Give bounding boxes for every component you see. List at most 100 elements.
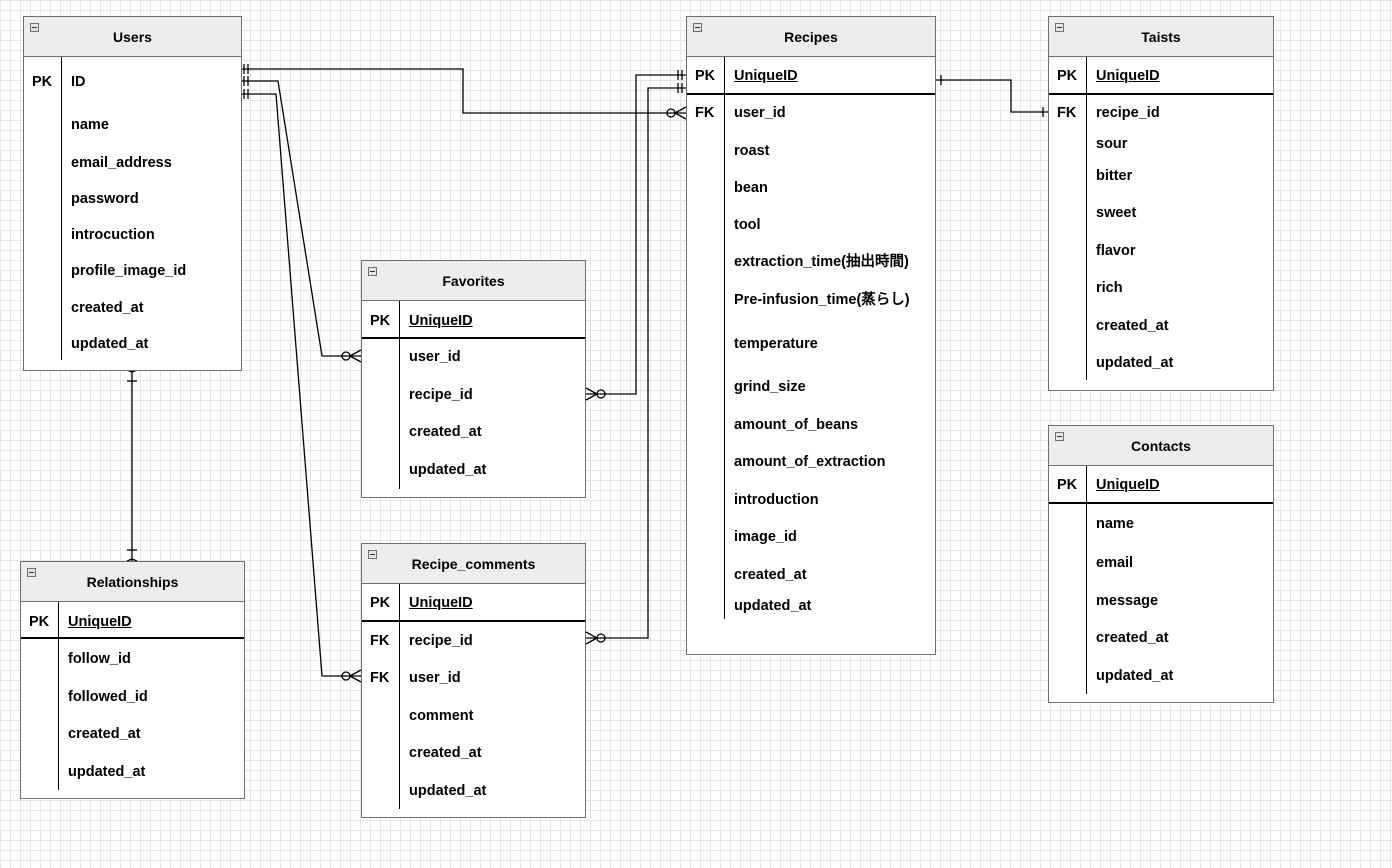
attribute-name: updated_at — [409, 783, 487, 799]
column-divider — [58, 602, 59, 790]
attribute-name: created_at — [1096, 318, 1169, 334]
attribute-name: extraction_time(抽出時間) — [734, 254, 909, 270]
users-favorites-relationship[interactable] — [241, 76, 362, 363]
attribute-name: password — [71, 191, 139, 207]
key-label: FK — [695, 105, 715, 121]
users-relationships-relationship[interactable] — [126, 369, 138, 562]
entity-title: Users — [113, 29, 152, 45]
attribute-name: email_address — [71, 155, 172, 171]
entity-title: Taists — [1141, 29, 1181, 45]
collapse-icon[interactable] — [30, 23, 39, 32]
attribute-name: introduction — [734, 492, 819, 508]
recipes-favorites-relationship[interactable] — [585, 70, 686, 401]
recipes-taists-relationship[interactable] — [936, 75, 1048, 117]
attribute-name: recipe_id — [409, 387, 473, 403]
column-divider — [61, 57, 62, 360]
entity-header: Users — [24, 17, 241, 57]
attribute-name: updated_at — [409, 462, 487, 478]
attribute-name: followed_id — [68, 689, 148, 705]
attribute-name: UniqueID — [1096, 68, 1160, 84]
attribute-name: Pre-infusion_time(蒸らし) — [734, 292, 910, 308]
attribute-name: created_at — [409, 424, 482, 440]
key-label: FK — [1057, 105, 1077, 121]
attribute-name: recipe_id — [1096, 105, 1160, 121]
attribute-name: flavor — [1096, 243, 1136, 259]
entity-favorites[interactable]: Favorites PK UniqueID user_id recipe_id … — [361, 260, 586, 498]
attribute-name: UniqueID — [409, 595, 473, 611]
attribute-name: updated_at — [1096, 355, 1174, 371]
attribute-name: temperature — [734, 336, 818, 352]
column-divider — [1086, 57, 1087, 380]
attribute-name: comment — [409, 708, 474, 724]
key-label: PK — [370, 313, 391, 329]
collapse-icon[interactable] — [368, 267, 377, 276]
key-label: PK — [1057, 477, 1078, 493]
attribute-name: updated_at — [71, 336, 149, 352]
entity-contacts[interactable]: Contacts PK UniqueID name email message … — [1048, 425, 1274, 703]
column-divider — [399, 301, 400, 489]
entity-header: Recipe_comments — [362, 544, 585, 584]
attribute-name: UniqueID — [734, 68, 798, 84]
entity-title: Contacts — [1131, 438, 1191, 454]
primary-key-separator — [687, 93, 935, 95]
attribute-name: created_at — [71, 300, 144, 316]
collapse-icon[interactable] — [1055, 432, 1064, 441]
attribute-name: updated_at — [734, 598, 812, 614]
attribute-name: tool — [734, 217, 761, 233]
primary-key-separator — [362, 337, 585, 339]
attribute-name: grind_size — [734, 379, 806, 395]
attribute-name: created_at — [409, 745, 482, 761]
attribute-name: follow_id — [68, 651, 131, 667]
users-recipes-relationship[interactable] — [241, 64, 687, 120]
attribute-name: sour — [1096, 136, 1128, 152]
attribute-name: sweet — [1096, 205, 1137, 221]
attribute-name: name — [71, 117, 109, 133]
column-divider — [1086, 466, 1087, 694]
column-divider — [399, 584, 400, 809]
entity-header: Taists — [1049, 17, 1273, 57]
attribute-name: name — [1096, 516, 1134, 532]
attribute-name: message — [1096, 593, 1159, 609]
attribute-name: created_at — [1096, 630, 1169, 646]
entity-title: Recipe_comments — [411, 556, 536, 572]
collapse-icon[interactable] — [368, 550, 377, 559]
entity-relationships[interactable]: Relationships PK UniqueID follow_id foll… — [20, 561, 245, 799]
recipes-recipe-comments-relationship[interactable] — [585, 83, 686, 645]
attribute-name: rich — [1096, 280, 1123, 296]
entity-recipes[interactable]: Recipes PK UniqueID FK user_id roast bea… — [686, 16, 936, 655]
attribute-name: UniqueID — [1096, 477, 1160, 493]
attribute-name: UniqueID — [68, 614, 132, 630]
primary-key-separator — [362, 620, 585, 622]
collapse-icon[interactable] — [27, 568, 36, 577]
attribute-name: user_id — [734, 105, 786, 121]
entity-title: Recipes — [784, 29, 838, 45]
attribute-name: profile_image_id — [71, 263, 187, 279]
entity-header: Favorites — [362, 261, 585, 301]
collapse-icon[interactable] — [693, 23, 702, 32]
entity-users[interactable]: Users PK ID name email_address password … — [23, 16, 242, 371]
entity-header: Relationships — [21, 562, 244, 602]
key-label: PK — [370, 595, 391, 611]
entity-title: Relationships — [86, 574, 179, 590]
entity-recipe-comments[interactable]: Recipe_comments PK UniqueID FK recipe_id… — [361, 543, 586, 818]
collapse-icon[interactable] — [1055, 23, 1064, 32]
column-divider — [724, 57, 725, 619]
attribute-name: created_at — [734, 567, 807, 583]
key-label: PK — [29, 614, 50, 630]
attribute-name: ID — [71, 74, 86, 90]
users-recipe-comments-relationship[interactable] — [241, 89, 362, 683]
attribute-name: email — [1096, 555, 1134, 571]
attribute-name: introcuction — [71, 227, 155, 243]
key-label: PK — [32, 74, 53, 90]
attribute-name: recipe_id — [409, 633, 473, 649]
attribute-name: roast — [734, 143, 770, 159]
primary-key-separator — [1049, 93, 1273, 95]
entity-taists[interactable]: Taists PK UniqueID FK recipe_id sour bit… — [1048, 16, 1274, 391]
attribute-name: amount_of_extraction — [734, 454, 886, 470]
key-label: PK — [695, 68, 716, 84]
key-label: PK — [1057, 68, 1078, 84]
attribute-name: created_at — [68, 726, 141, 742]
entity-title: Favorites — [442, 273, 505, 289]
primary-key-separator — [1049, 502, 1273, 504]
key-label: FK — [370, 670, 390, 686]
